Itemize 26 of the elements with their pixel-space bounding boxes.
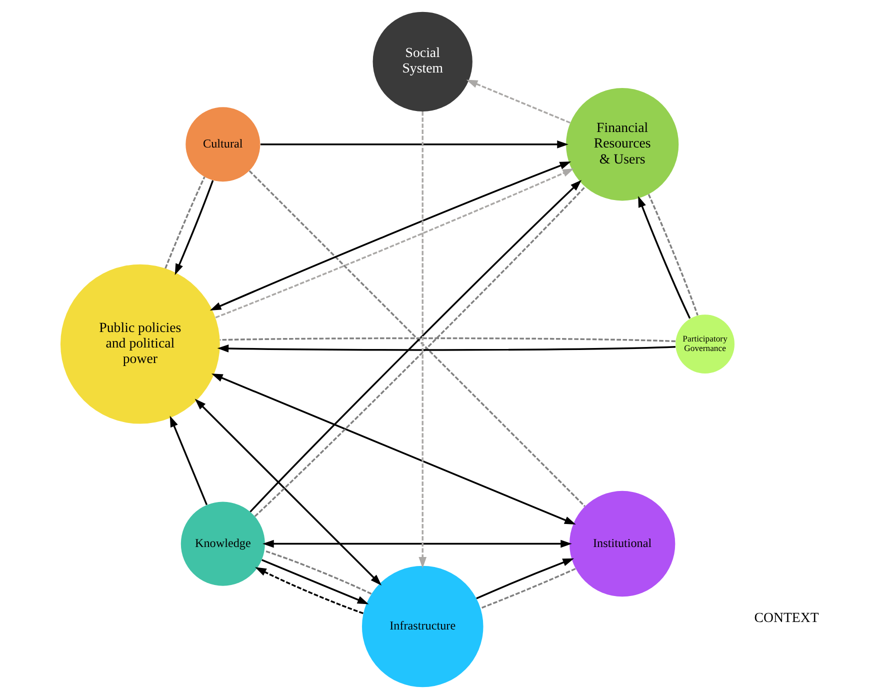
arrow — [174, 180, 214, 276]
node-circle: Participatory Governance — [676, 314, 734, 374]
arrow — [418, 112, 427, 568]
node-circle: Institutional — [569, 490, 676, 597]
arrow — [194, 398, 382, 586]
arrow — [255, 567, 364, 614]
node-circle: Cultural — [186, 107, 260, 182]
node-circle: Knowledge — [180, 502, 265, 586]
arrow — [638, 196, 691, 319]
arrow — [211, 374, 576, 525]
connector — [648, 194, 698, 316]
arrow — [260, 140, 568, 148]
arrow — [170, 416, 208, 506]
arrow — [262, 540, 572, 548]
connector — [164, 176, 206, 269]
connector — [220, 337, 676, 342]
arrow — [217, 344, 676, 352]
arrow — [262, 559, 369, 604]
node-circle: Social System — [372, 12, 472, 112]
connector — [480, 568, 576, 609]
node-circle: Financial Resources & Users — [566, 88, 679, 201]
label: CONTEXT — [754, 610, 819, 626]
node-circle: Infrastructure — [362, 566, 484, 688]
arrow — [466, 80, 570, 124]
arrow — [476, 558, 574, 600]
connector — [264, 550, 372, 595]
